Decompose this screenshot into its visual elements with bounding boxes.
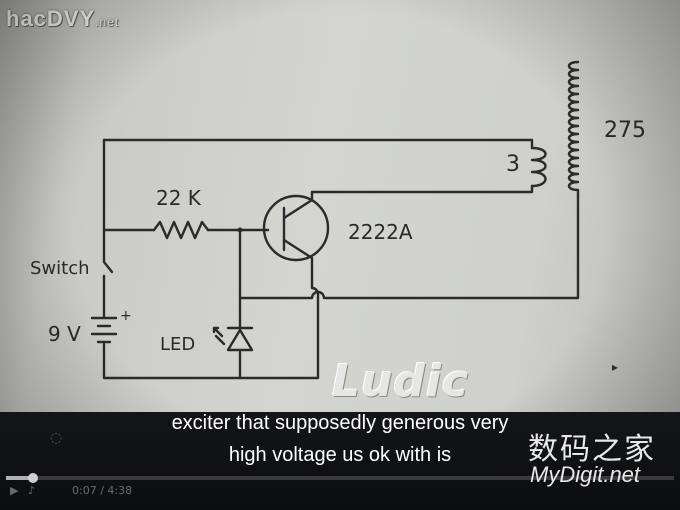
- brand-name: hacDVY: [6, 6, 96, 31]
- resistor-label: 22 K: [156, 186, 201, 210]
- video-player-bar: [0, 412, 680, 510]
- mydigit-watermark-en: MyDigit.net: [530, 462, 641, 487]
- secondary-coil: [567, 60, 580, 198]
- battery-plus-label: +: [120, 308, 132, 324]
- transistor-label: 2222A: [348, 220, 413, 244]
- led-arrow-2: [214, 334, 226, 346]
- led-triangle: [226, 328, 254, 352]
- time-readout: 0:07 / 4:38: [72, 484, 133, 497]
- led-label: LED: [160, 334, 196, 355]
- wire-secondary-return: [238, 194, 580, 300]
- subtitle-line-2: high voltage us ok with is: [228, 444, 452, 466]
- seek-handle[interactable]: [27, 473, 38, 483]
- transistor-collector: [282, 190, 314, 220]
- ludic-logo: Ludic: [332, 356, 470, 407]
- primary-coil: [530, 146, 547, 188]
- play-icon[interactable]: ▶: [10, 484, 19, 497]
- led-arrow-1: [212, 326, 224, 338]
- transistor-body: [262, 194, 330, 262]
- subtitle-line-1: exciter that supposedly generous very: [171, 412, 509, 434]
- seek-bar[interactable]: [6, 473, 674, 483]
- captions-icon[interactable]: ◌: [50, 430, 63, 446]
- secondary-turns-label: 275: [604, 118, 646, 143]
- wire-top: [102, 138, 534, 150]
- seek-bar-played: [6, 476, 33, 480]
- wire-emitter: [310, 264, 320, 300]
- wire-collector: [310, 184, 534, 194]
- transistor-emitter: [282, 238, 314, 268]
- brand-tld: .net: [95, 15, 120, 29]
- wire-left-lower: [102, 274, 320, 380]
- hackaday-logo: hacDVY.net: [6, 6, 119, 32]
- junction-dot: [237, 227, 243, 233]
- mydigit-watermark-cn: 数码之家: [528, 432, 656, 467]
- mouse-pointer-icon: ▸: [612, 360, 619, 374]
- switch-symbol: [102, 260, 114, 278]
- primary-turns-label: 3: [506, 152, 520, 177]
- resistor-zigzag: [152, 220, 210, 240]
- volume-icon[interactable]: ♪: [28, 484, 36, 497]
- battery-label: 9 V: [48, 322, 81, 346]
- switch-label: Switch: [30, 258, 90, 279]
